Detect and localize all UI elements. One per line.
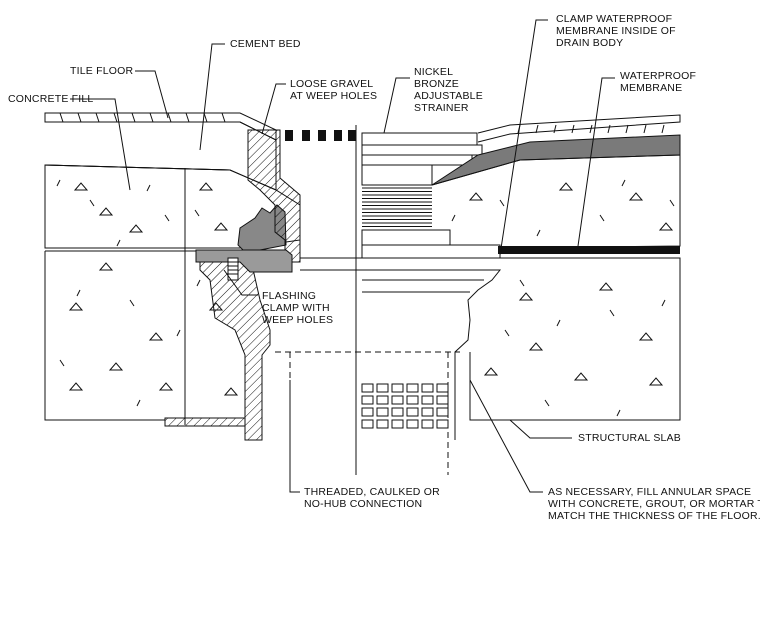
drain-body-right — [362, 269, 502, 440]
label-flashing-clamp: FLASHING CLAMP WITH WEEP HOLES — [262, 290, 334, 326]
cement-bed-left — [44, 121, 277, 191]
drain-outlet-grid — [361, 383, 449, 429]
structural-slab-right — [469, 257, 681, 421]
label-threaded-connection: THREADED, CAULKED OR NO-HUB CONNECTION — [304, 486, 440, 510]
label-concrete-fill: CONCRETE FILL — [8, 93, 94, 105]
drain-body-left — [164, 129, 301, 441]
leader-lines — [70, 19, 615, 493]
label-annular-space: AS NECESSARY, FILL ANNULAR SPACE WITH CO… — [548, 486, 760, 522]
label-structural-slab: STRUCTURAL SLAB — [578, 432, 681, 444]
label-clamp-waterproof: CLAMP WATERPROOF MEMBRANE INSIDE OF DRAI… — [556, 13, 676, 49]
label-cement-bed: CEMENT BED — [230, 38, 301, 50]
tile-floor-left — [44, 112, 277, 141]
adjustable-strainer — [361, 132, 501, 259]
flashing-clamp — [195, 249, 293, 281]
weep-holes — [285, 130, 356, 141]
concrete-speckles — [56, 179, 675, 417]
label-waterproof-membrane: WATERPROOF MEMBRANE — [620, 70, 697, 94]
label-tile-floor: TILE FLOOR — [70, 65, 134, 77]
label-nickel-bronze-strainer: NICKEL BRONZE ADJUSTABLE STRAINER — [414, 66, 483, 114]
black-membrane — [498, 246, 680, 254]
label-loose-gravel: LOOSE GRAVEL AT WEEP HOLES — [290, 78, 378, 102]
